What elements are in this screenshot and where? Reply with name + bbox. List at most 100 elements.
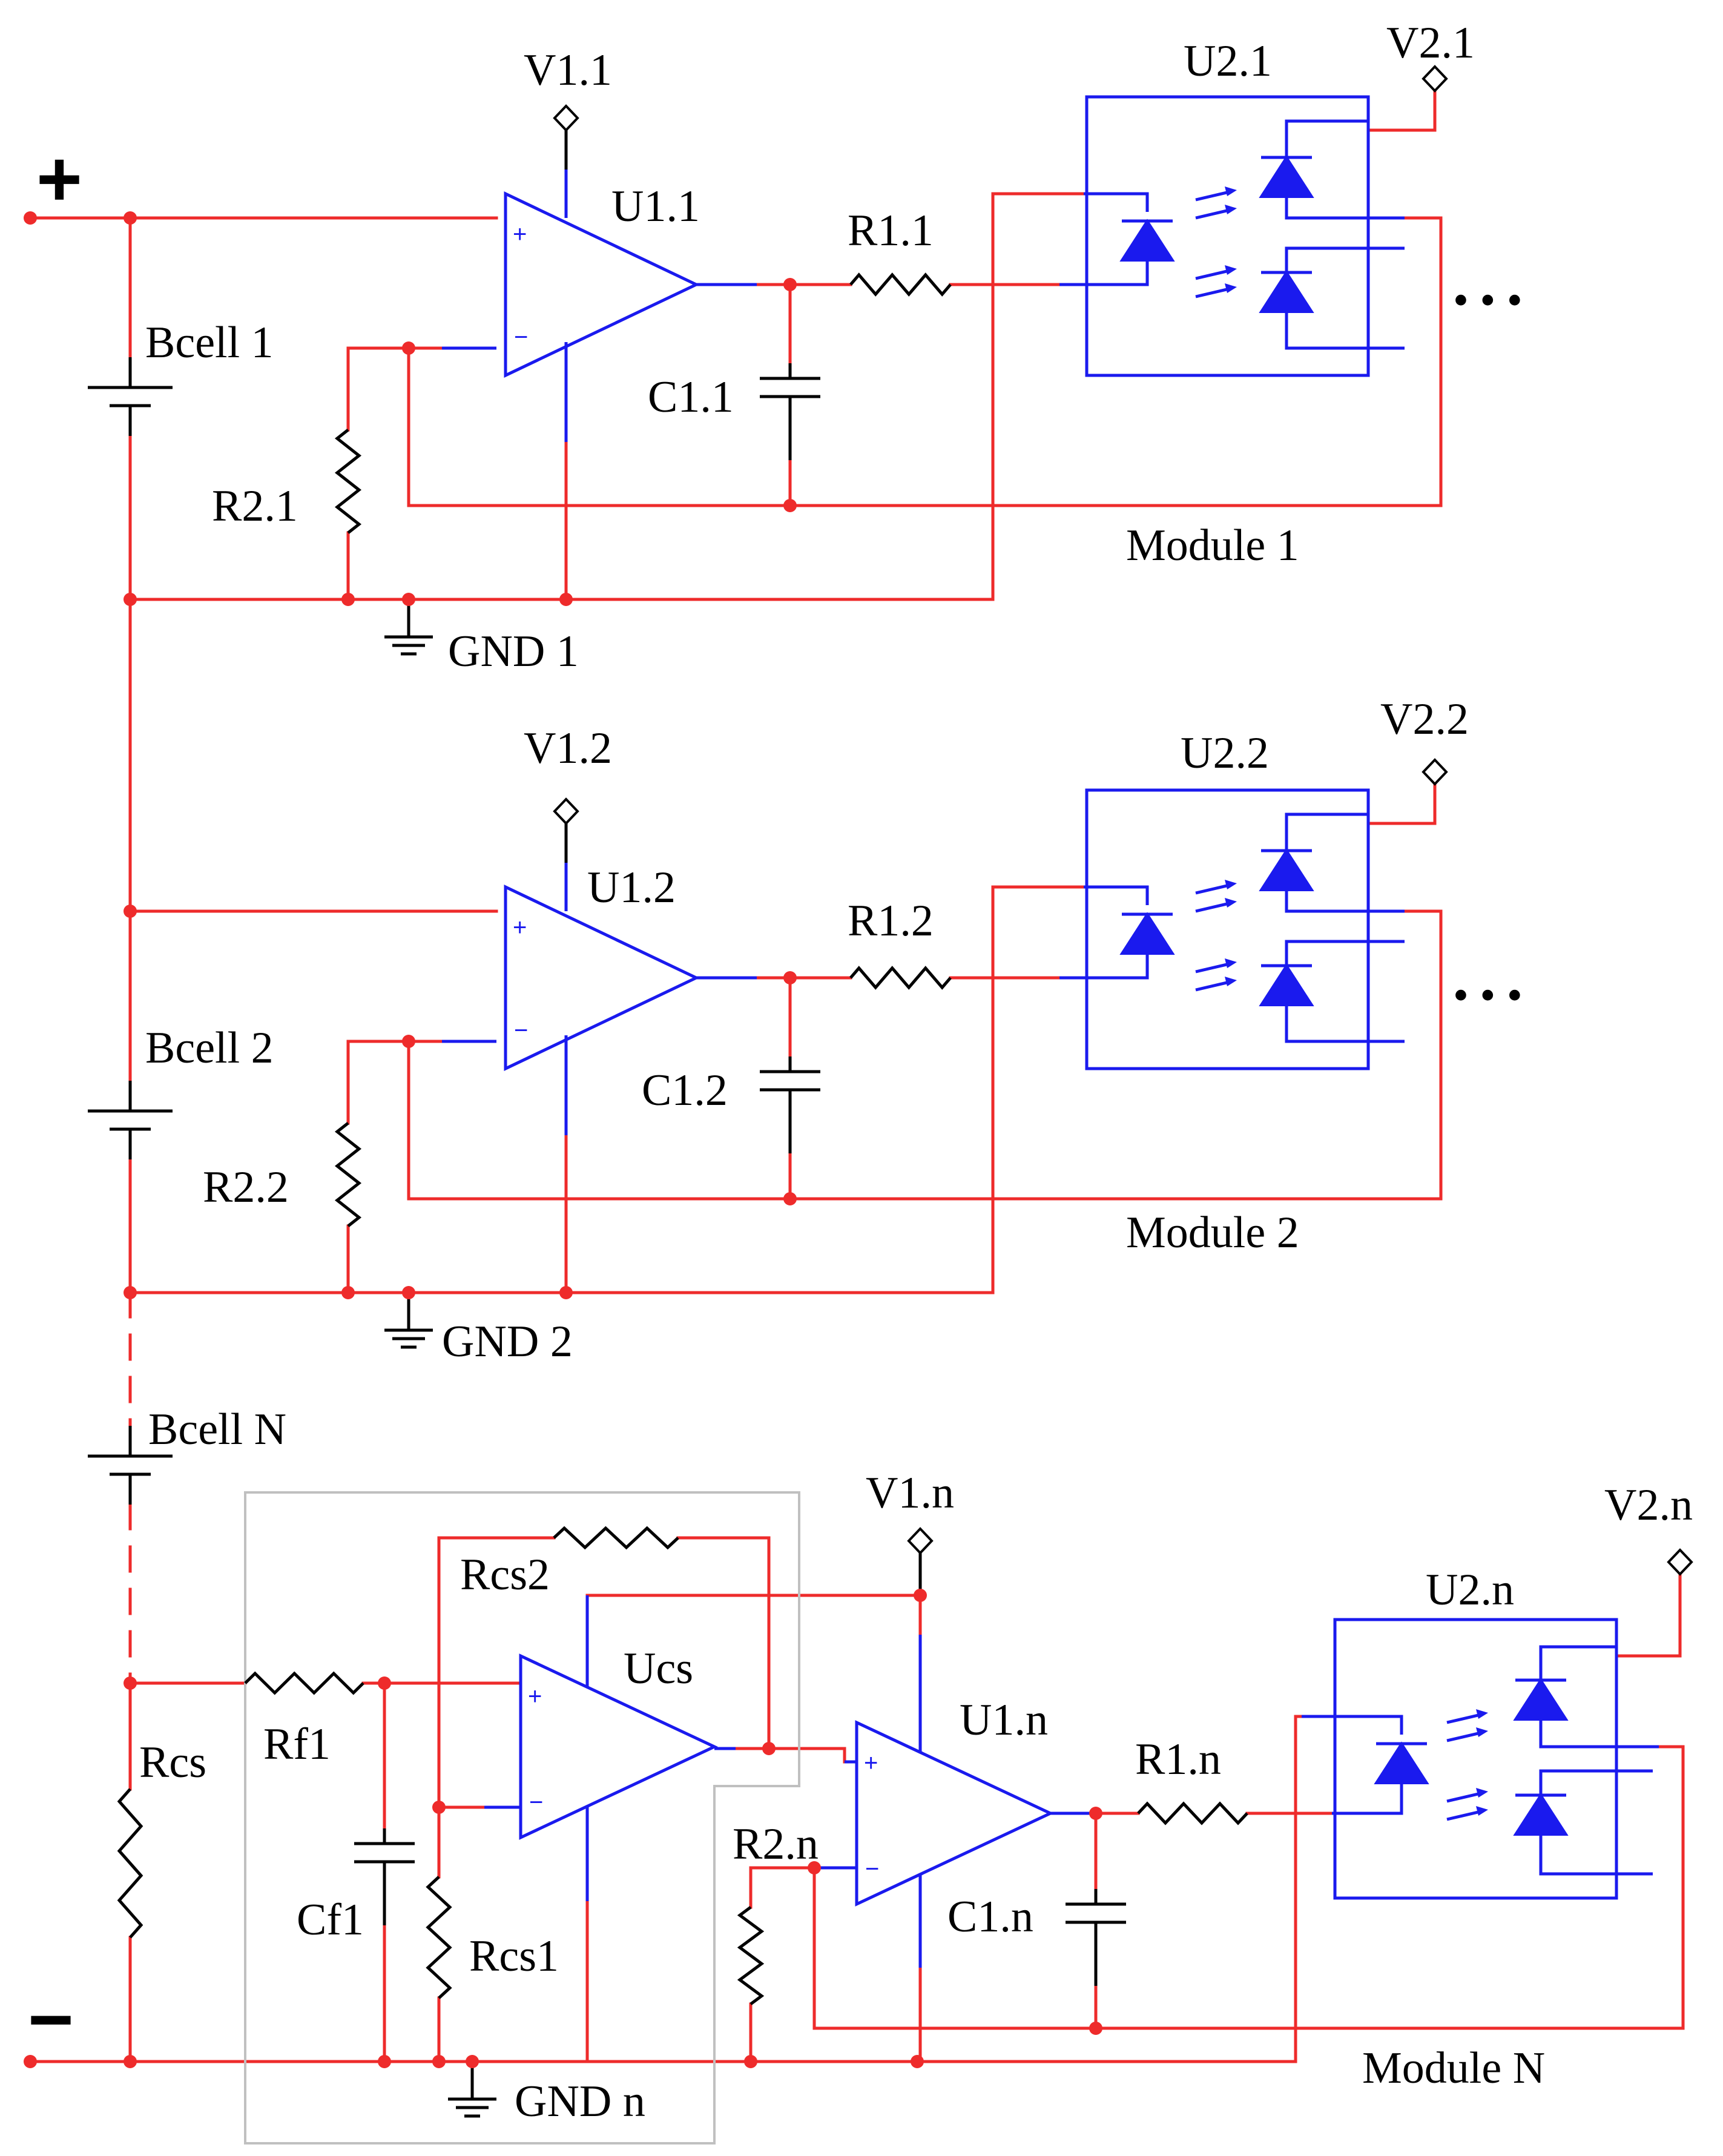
- supply-v1-1: [553, 104, 579, 132]
- junction-dot: [124, 1286, 137, 1299]
- opto-mid-lead: [1539, 1769, 1653, 1795]
- opamp-u1-1: +−: [504, 191, 700, 378]
- u2-2-label: U2.2: [1181, 728, 1269, 778]
- plus-sign: +: [528, 1683, 542, 1710]
- r1-1-label: R1.1: [848, 206, 934, 255]
- light-arrow-shaft: [1195, 901, 1233, 913]
- capacitor-c1-1: [760, 363, 820, 460]
- junction-dot: [808, 1861, 821, 1874]
- resistor-zigzag: [334, 1122, 362, 1227]
- junction-dot: [24, 211, 37, 225]
- light-arrow-shaft: [1195, 961, 1233, 974]
- bcell-1-label: Bcell 1: [145, 318, 274, 368]
- capacitor-c1-n: [1066, 1889, 1126, 1986]
- ellipsis-1: • • •: [1453, 275, 1523, 325]
- led-anode-lead: [1302, 1715, 1403, 1735]
- v2-1-label: V2.1: [1386, 18, 1475, 68]
- wire-v2: [1366, 89, 1437, 132]
- diode-triangle: [1259, 848, 1314, 891]
- diode-triangle: [1374, 1741, 1429, 1784]
- output-diode-bottom-n: [1513, 1793, 1569, 1836]
- opto-box: [1085, 95, 1370, 377]
- junction-dot: [1089, 1807, 1102, 1820]
- minus-sign: −: [865, 1856, 879, 1882]
- resistor-rcs1: [426, 1876, 452, 1999]
- diode-triangle: [1259, 270, 1314, 313]
- resistor-r2-2: [334, 1122, 362, 1227]
- supply-v1-n: [907, 1527, 934, 1555]
- minus-sign: −: [514, 324, 528, 351]
- output-diode-top: [1259, 848, 1314, 891]
- u1-n-label: U1.n: [960, 1695, 1048, 1745]
- opto-box: [1085, 788, 1370, 1070]
- minus-sign: −: [514, 1017, 528, 1044]
- led-anode-lead: [1084, 885, 1149, 905]
- light-arrow-head: [1476, 1788, 1488, 1798]
- supply-pin: [1422, 65, 1448, 93]
- junction-dot: [378, 1676, 391, 1690]
- supply-v2-n: [1667, 1548, 1693, 1576]
- cf1-label: Cf1: [297, 1895, 364, 1945]
- junction-dot: [341, 1286, 355, 1299]
- opamp-body: [504, 885, 700, 1071]
- r2-1-label: R2.1: [212, 481, 298, 531]
- optocoupler-u2-n: [1333, 1618, 1618, 1900]
- light-arrow-shaft: [1446, 1730, 1484, 1742]
- optocoupler-u2-2: [1085, 788, 1370, 1070]
- diode-triangle: [1513, 1678, 1569, 1721]
- battery-bcell-1: [88, 357, 173, 436]
- junction-dot: [559, 593, 573, 606]
- light-arrow-shaft: [1446, 1809, 1484, 1821]
- opamp-ucs: +−: [519, 1653, 718, 1840]
- resistor-zigzag: [117, 1788, 143, 1939]
- junction-dot: [783, 1192, 797, 1205]
- resistor-zigzag: [737, 1905, 765, 2006]
- opto-out-lead: [1539, 1645, 1616, 1680]
- light-arrow-head: [1225, 880, 1237, 889]
- junction-dot: [341, 593, 355, 606]
- resistor-rcs2: [553, 1526, 679, 1550]
- opamp-u1-2: +−: [504, 885, 700, 1071]
- junction-dot: [432, 2055, 446, 2068]
- junction-dot: [124, 211, 137, 225]
- led-cathode-lead: [1059, 954, 1149, 980]
- output-diode-bottom: [1259, 963, 1314, 1006]
- light-arrow-shaft: [1195, 208, 1233, 220]
- opto-out-lead: [1285, 813, 1368, 851]
- opto-mid-lead: [1285, 246, 1405, 272]
- ground-symbol-n: [448, 2062, 496, 2118]
- gnd-2-label: GND 2: [442, 1317, 573, 1366]
- opto-bottom-lead: [1285, 1005, 1405, 1043]
- supply-v2-2: [1422, 758, 1448, 786]
- battery-bcell-n: [88, 1426, 173, 1505]
- resistor-zigzag: [849, 966, 952, 990]
- opto-mid-lead: [1285, 890, 1405, 913]
- resistor-r2-1: [334, 429, 362, 534]
- diode-triangle: [1513, 1793, 1569, 1836]
- junction-dot: [911, 2055, 924, 2068]
- light-arrows-bottom: [1195, 958, 1237, 992]
- components: +−+−+−+−: [88, 65, 1693, 2144]
- light-arrow-head: [1225, 205, 1237, 214]
- c1-1-label: C1.1: [648, 372, 734, 422]
- light-arrow-shaft: [1195, 286, 1233, 298]
- resistor-zigzag: [426, 1876, 452, 1999]
- opto-mid-lead: [1285, 940, 1405, 966]
- supply-pin: [1667, 1548, 1693, 1576]
- capacitor-c1-2: [760, 1057, 820, 1153]
- wire-feedback: [407, 909, 1443, 1201]
- rcs2-label: Rcs2: [460, 1550, 550, 1600]
- light-arrow-head: [1225, 186, 1237, 196]
- v1-1-label: V1.1: [524, 45, 612, 95]
- bcell-n-label: Bcell N: [148, 1405, 286, 1454]
- minus-sign: −: [529, 1789, 543, 1816]
- opto-bottom-lead: [1539, 1835, 1653, 1876]
- v1-2-label: V1.2: [524, 724, 612, 773]
- u2-1-label: U2.1: [1184, 36, 1272, 86]
- light-arrow-shaft: [1446, 1791, 1484, 1803]
- junction-dot: [914, 1589, 927, 1602]
- rcs-label: Rcs: [139, 1738, 206, 1787]
- plus-sign: +: [513, 914, 527, 941]
- light-arrows-bottom-n: [1446, 1788, 1488, 1821]
- c1-n-label: C1.n: [947, 1892, 1033, 1942]
